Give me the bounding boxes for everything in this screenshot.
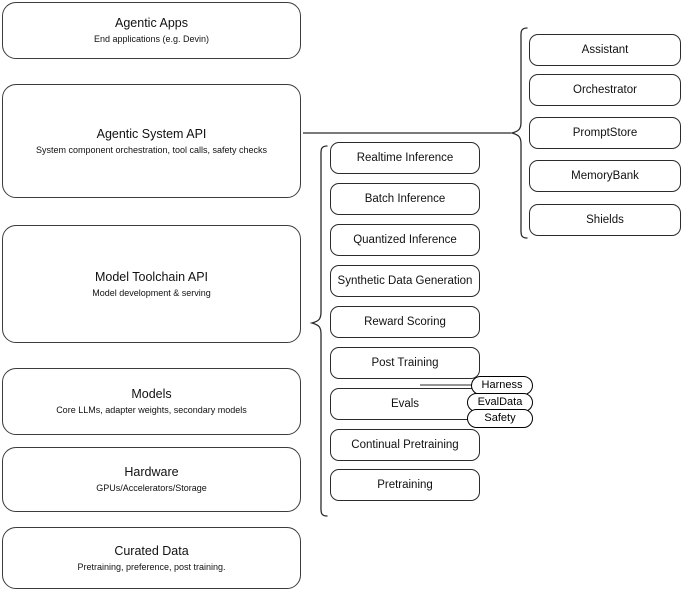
capability-box-post-training[interactable]: Post Training <box>330 347 480 379</box>
layer-box-curated-data[interactable]: Curated Data Pretraining, preference, po… <box>2 527 301 589</box>
capability-label: Continual Pretraining <box>351 439 459 451</box>
evals-pill-safety[interactable]: Safety <box>467 409 533 428</box>
layer-subtitle: System component orchestration, tool cal… <box>35 144 268 155</box>
layer-subtitle: GPUs/Accelerators/Storage <box>96 483 207 493</box>
evals-pill-label: Harness <box>481 379 523 391</box>
evals-pill-evaldata[interactable]: EvalData <box>467 393 533 412</box>
capability-box-reward-scoring[interactable]: Reward Scoring <box>330 306 480 338</box>
layer-subtitle: Model development & serving <box>92 287 211 298</box>
component-label: Orchestrator <box>573 84 637 96</box>
layer-box-agentic-apps[interactable]: Agentic Apps End applications (e.g. Devi… <box>2 2 301 59</box>
capability-label: Reward Scoring <box>364 316 446 328</box>
component-label: Shields <box>586 214 624 226</box>
evals-pill-label: Safety <box>484 412 516 424</box>
evals-pill-label: EvalData <box>477 396 523 408</box>
capability-label: Pretraining <box>377 479 433 491</box>
evals-pill-harness[interactable]: Harness <box>471 376 533 395</box>
layer-box-models[interactable]: Models Core LLMs, adapter weights, secon… <box>2 368 301 435</box>
component-label: MemoryBank <box>571 170 639 182</box>
capability-box-quantized-inference[interactable]: Quantized Inference <box>330 224 480 256</box>
component-box-promptstore[interactable]: PromptStore <box>529 117 681 149</box>
layer-title: Hardware <box>124 465 179 479</box>
brace-system-components <box>509 27 528 239</box>
component-box-assistant[interactable]: Assistant <box>529 34 681 66</box>
capability-label: Post Training <box>371 357 439 369</box>
capability-box-synthetic-data-generation[interactable]: Synthetic Data Generation <box>330 265 480 297</box>
layer-title: Curated Data <box>114 543 189 558</box>
capability-label: Quantized Inference <box>353 234 457 246</box>
brace-toolchain-capabilities <box>309 145 328 517</box>
layer-subtitle: Core LLMs, adapter weights, secondary mo… <box>56 405 247 415</box>
capability-label: Synthetic Data Generation <box>337 275 473 287</box>
capability-label: Realtime Inference <box>356 152 454 164</box>
layer-title: Agentic Apps <box>115 16 188 30</box>
layer-box-agentic-system-api[interactable]: Agentic System API System component orch… <box>2 84 301 198</box>
capability-box-realtime-inference[interactable]: Realtime Inference <box>330 142 480 174</box>
layer-box-model-toolchain-api[interactable]: Model Toolchain API Model development & … <box>2 225 301 343</box>
layer-subtitle: Pretraining, preference, post training. <box>77 561 226 572</box>
layer-subtitle: End applications (e.g. Devin) <box>93 34 210 44</box>
capability-box-continual-pretraining[interactable]: Continual Pretraining <box>330 429 480 461</box>
component-box-shields[interactable]: Shields <box>529 204 681 236</box>
component-box-memorybank[interactable]: MemoryBank <box>529 160 681 192</box>
layer-title: Models <box>131 387 172 401</box>
capability-label: Evals <box>390 398 420 410</box>
layer-title: Model Toolchain API <box>94 269 209 284</box>
component-label: Assistant <box>581 44 629 56</box>
component-box-orchestrator[interactable]: Orchestrator <box>529 74 681 106</box>
capability-label: Batch Inference <box>364 193 446 205</box>
capability-box-batch-inference[interactable]: Batch Inference <box>330 183 480 215</box>
layer-title: Agentic System API <box>96 126 207 141</box>
capability-box-pretraining[interactable]: Pretraining <box>330 469 480 501</box>
component-label: PromptStore <box>572 127 638 139</box>
capability-box-evals[interactable]: Evals <box>330 388 480 420</box>
layer-box-hardware[interactable]: Hardware GPUs/Accelerators/Storage <box>2 447 301 512</box>
